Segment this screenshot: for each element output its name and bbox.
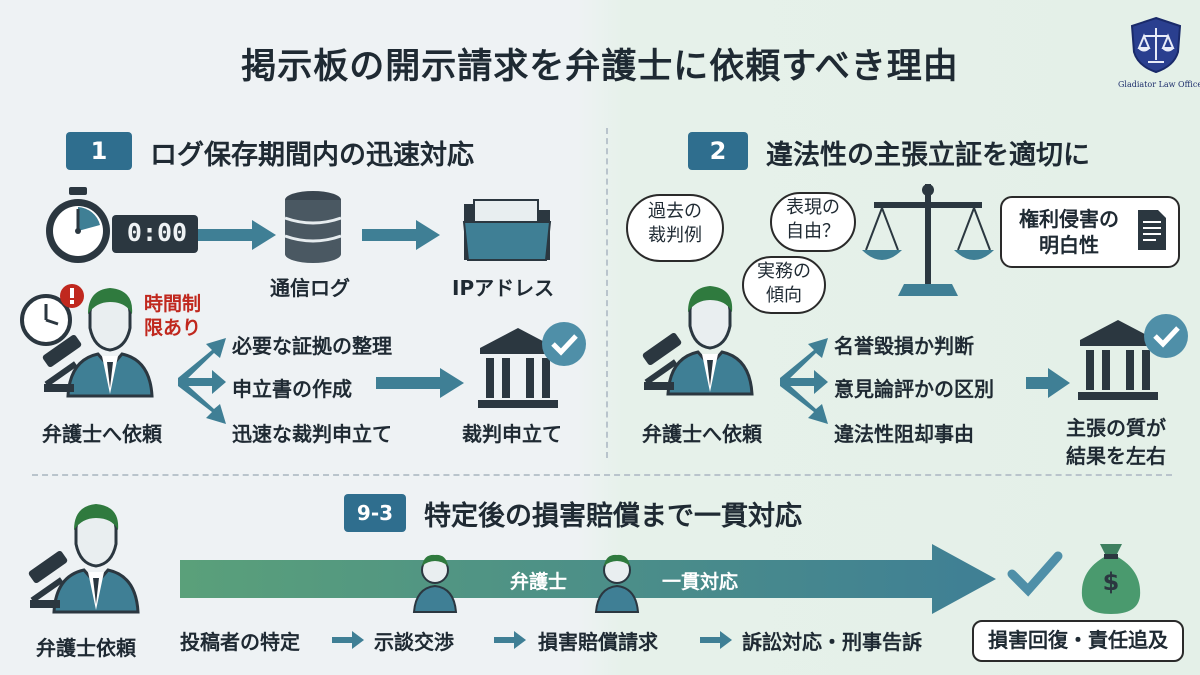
section3-step-1: 投稿者の特定 xyxy=(180,630,300,654)
section1-step-2: 申立書の作成 xyxy=(232,377,352,401)
section1-number-badge: 1 xyxy=(66,132,132,170)
horizontal-divider xyxy=(32,474,1172,476)
section1-result-label: 裁判申立て xyxy=(462,422,562,446)
courthouse-icon xyxy=(478,322,586,408)
section2-step-2: 意見論評かの区別 xyxy=(834,377,994,401)
process-banner-arrow xyxy=(180,544,996,614)
banner-left-text: 弁護士 xyxy=(510,571,568,593)
bubble-practice: 実務の 傾向 xyxy=(742,256,826,314)
lawyer-small-icon xyxy=(594,554,640,613)
lawyer-icon xyxy=(28,504,140,614)
arrow-right-icon xyxy=(1026,368,1070,398)
banner-right-text: 一貫対応 xyxy=(662,571,739,593)
section3-step-2: 示談交渉 xyxy=(374,630,454,654)
section2-step-1: 名誉毀損か判断 xyxy=(834,334,974,358)
ip-label: IPアドレス xyxy=(452,276,555,300)
arrow-right-icon xyxy=(494,631,526,649)
section2-heading: 違法性の主張立証を適切に xyxy=(766,140,1090,171)
database-icon xyxy=(284,191,342,263)
final-result-box: 損害回復・責任追及 xyxy=(972,620,1184,662)
arrow-right-icon xyxy=(332,631,364,649)
folder-icon xyxy=(462,199,552,261)
scales-of-justice-icon xyxy=(862,184,994,296)
section1-client-label: 弁護士へ依頼 xyxy=(42,422,162,446)
section1-step-1: 必要な証拠の整理 xyxy=(232,334,392,358)
bubble-expression: 表現の 自由？ xyxy=(770,192,856,252)
branch-arrows-icon xyxy=(780,338,828,424)
arrow-right-icon xyxy=(198,220,276,250)
dollar-sign-icon: $ xyxy=(1102,568,1120,596)
arrow-right-icon xyxy=(376,368,464,398)
shield-logo-icon xyxy=(1130,16,1182,74)
log-label: 通信ログ xyxy=(270,276,350,300)
section1-step-3: 迅速な裁判申立て xyxy=(232,422,392,446)
section3-client-label: 弁護士依頼 xyxy=(36,636,136,660)
clock-alert-icon xyxy=(20,284,84,346)
section2-number-badge: 2 xyxy=(688,132,748,170)
rights-box-label: 権利侵害の 明白性 xyxy=(1019,207,1119,257)
arrow-right-icon xyxy=(700,631,732,649)
lawyer-small-icon xyxy=(412,554,458,613)
section3-number-badge: 9-3 xyxy=(344,494,406,532)
section2-client-label: 弁護士へ依頼 xyxy=(642,422,762,446)
final-result-label: 損害回復・責任追及 xyxy=(988,628,1168,652)
section2-step-3: 違法性阻却事由 xyxy=(834,422,974,446)
arrow-right-icon xyxy=(362,220,440,250)
vertical-divider xyxy=(606,128,608,458)
bubble-precedent: 過去の 裁判例 xyxy=(626,194,724,262)
rights-box: 権利侵害の 明白性 xyxy=(1000,196,1180,268)
stopwatch-icon xyxy=(46,187,198,263)
section3-heading: 特定後の損害賠償まで一貫対応 xyxy=(424,501,802,532)
time-limit-label: 時間制 限あり xyxy=(144,293,202,339)
timer-display: 0:00 xyxy=(126,218,188,247)
section2-result-label: 主張の質が 結果を左右 xyxy=(1066,416,1166,468)
money-bag-icon xyxy=(1081,544,1141,614)
courthouse-icon xyxy=(1078,314,1188,400)
section3-step-3: 損害賠償請求 xyxy=(538,630,658,654)
section3-step-4: 訴訟対応・刑事告訴 xyxy=(742,630,922,654)
lawyer-icon xyxy=(642,286,754,396)
branch-arrows-icon xyxy=(178,338,226,424)
document-icon xyxy=(1138,210,1166,250)
section1-heading: ログ保存期間内の迅速対応 xyxy=(150,140,474,171)
page-title: 掲示板の開示請求を弁護士に依頼すべき理由 xyxy=(241,47,959,87)
law-office-logo: Gladiator Law Office xyxy=(1118,16,1200,96)
lawyer-icon xyxy=(42,288,154,398)
checkmark-icon xyxy=(1007,551,1063,597)
logo-text: Gladiator Law Office xyxy=(1118,80,1200,89)
